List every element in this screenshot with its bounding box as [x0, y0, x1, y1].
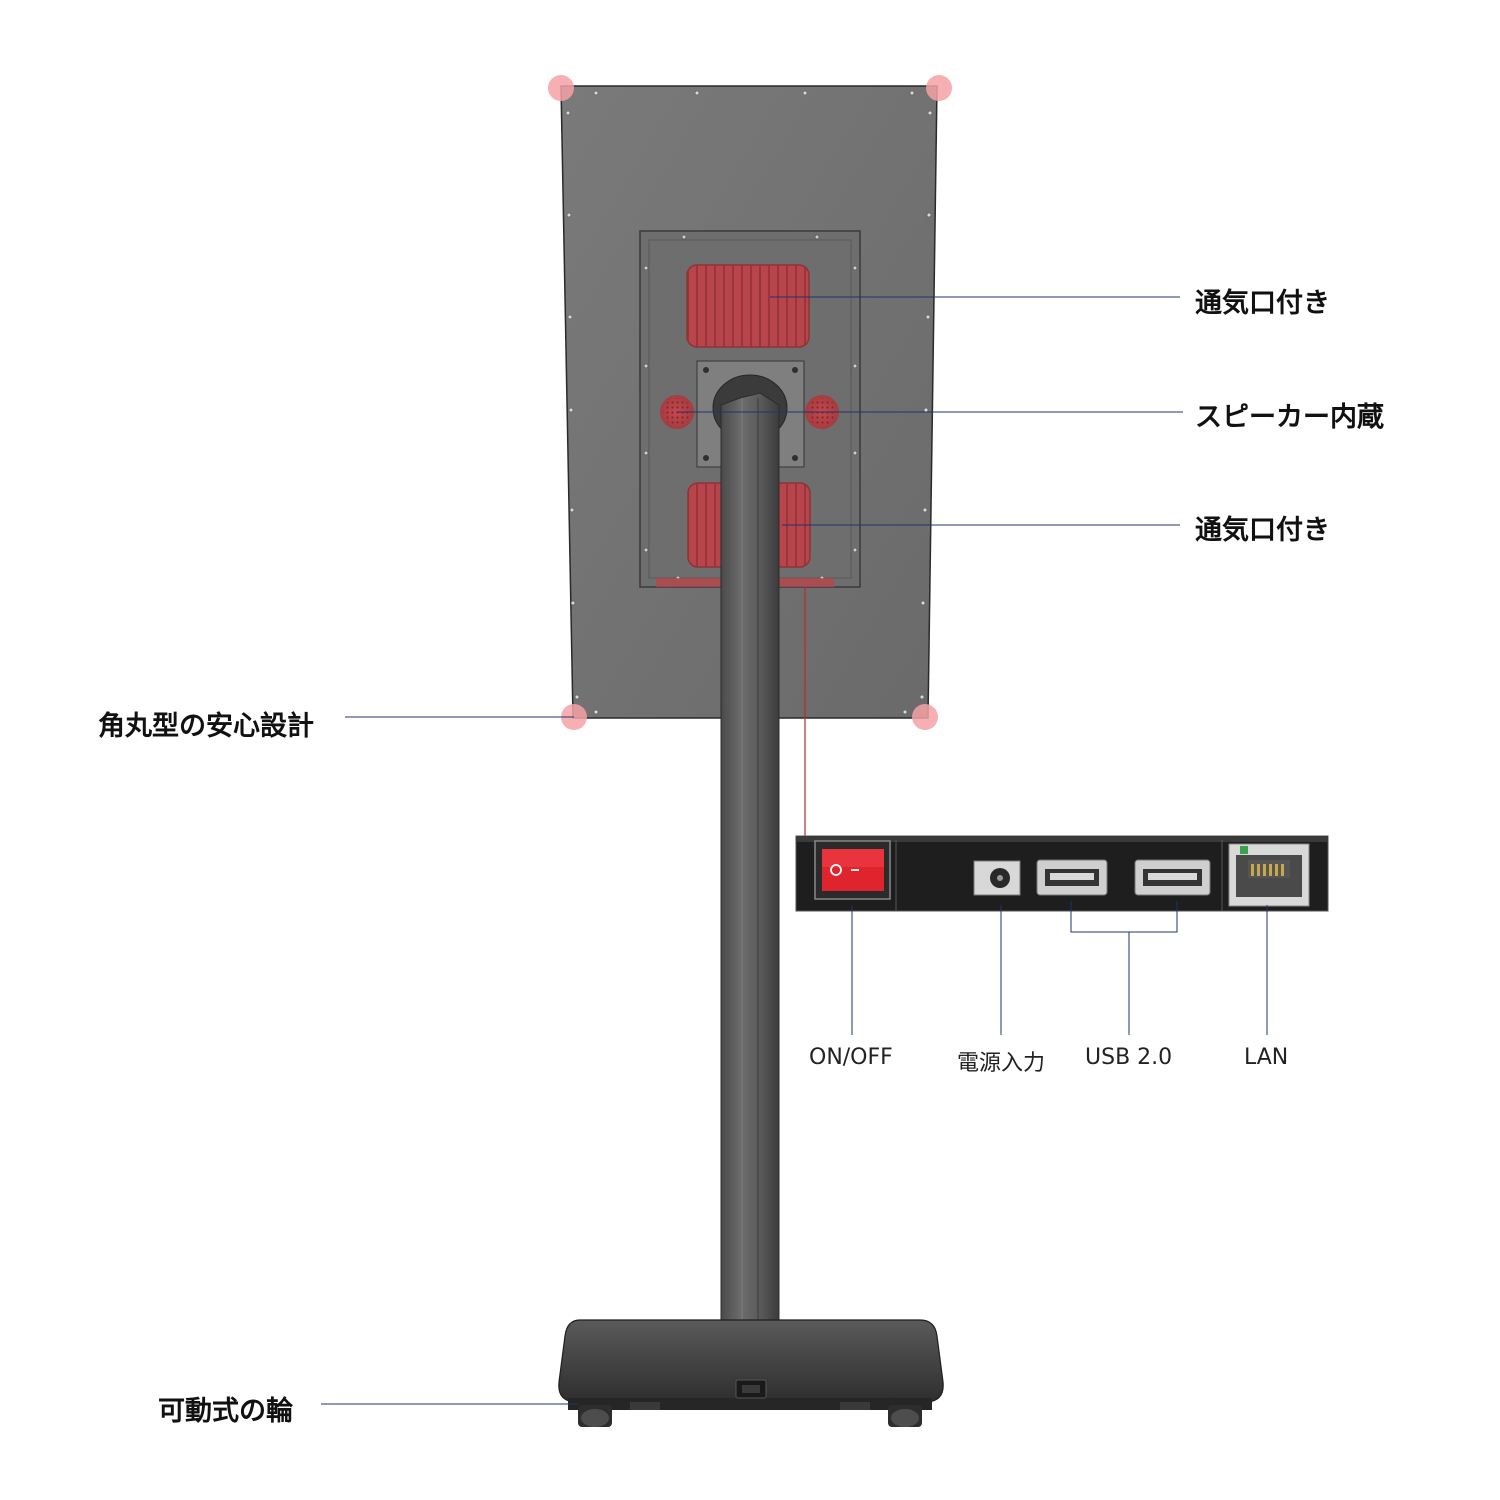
callout-speaker: スピーカー内蔵: [1195, 402, 1384, 433]
top-vent: [686, 264, 810, 348]
corner-marker-bottom-right: [912, 704, 938, 730]
wheel-left: [578, 1405, 612, 1427]
port-label-power-input: 電源入力: [957, 1051, 1046, 1076]
callout-vent-top: 通気口付き: [1195, 288, 1330, 319]
stand-base: [558, 1319, 944, 1410]
power-input-jack: [973, 860, 1021, 896]
leader-lines: [321, 296, 1183, 1405]
callout-rounded-corners: 角丸型の安心設計: [98, 711, 314, 742]
lan-port: [1228, 843, 1310, 907]
usb-port-1: [1036, 859, 1108, 896]
corner-marker-top-left: [548, 75, 574, 101]
corner-marker-top-right: [926, 75, 952, 101]
port-label-power-switch: ON/OFF: [809, 1045, 893, 1070]
callout-wheels: 可動式の輪: [158, 1396, 293, 1427]
wheel-right: [888, 1405, 922, 1427]
port-label-usb: USB 2.0: [1085, 1045, 1173, 1070]
power-switch: [814, 840, 891, 900]
corner-markers: [548, 75, 952, 730]
port-label-lan: LAN: [1244, 1045, 1289, 1070]
leader-line-usb: [1070, 901, 1178, 933]
usb-port-2: [1134, 859, 1211, 896]
port-leader-lines: [851, 901, 1268, 1035]
stand-pole: [720, 392, 780, 1373]
callout-vent-bottom: 通気口付き: [1195, 515, 1330, 546]
